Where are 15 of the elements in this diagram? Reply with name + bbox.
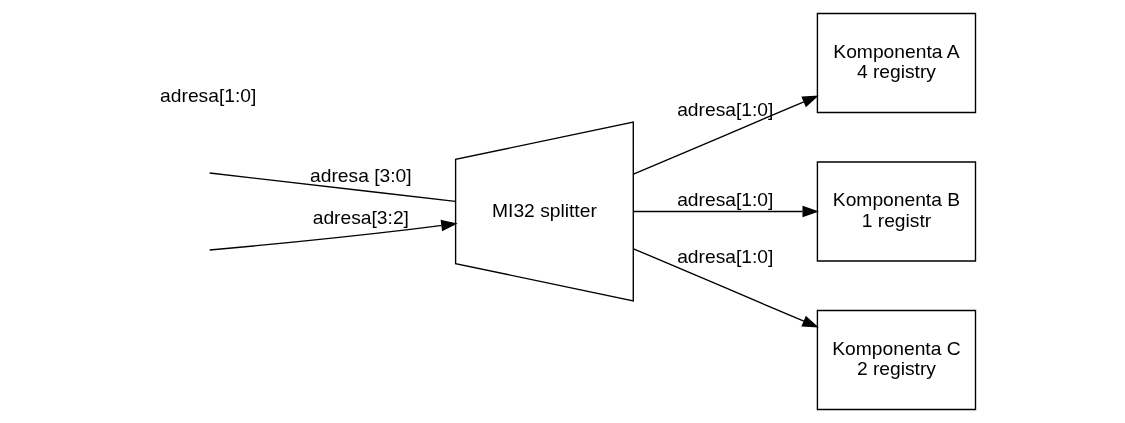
- edge-label: adresa[1:0]: [676, 98, 773, 120]
- node-box: Komponenta B 1 registr: [816, 161, 976, 262]
- edge-label: adresa [3:0]: [309, 164, 412, 186]
- label: adresa[1:0]: [159, 85, 256, 107]
- node-box: MI32 splitter: [454, 121, 634, 302]
- arrow: [208, 219, 458, 251]
- node-box: Komponenta C 2 registry: [816, 309, 976, 411]
- connector: [208, 172, 456, 203]
- arrow: [632, 95, 819, 175]
- edge-label: adresa[1:0]: [676, 245, 773, 267]
- node-box: Komponenta A 4 registry: [816, 12, 976, 114]
- edge-label: adresa[3:2]: [312, 207, 409, 229]
- arrow: [632, 248, 819, 328]
- edge-label: adresa[1:0]: [676, 189, 773, 211]
- arrow: [632, 205, 819, 218]
